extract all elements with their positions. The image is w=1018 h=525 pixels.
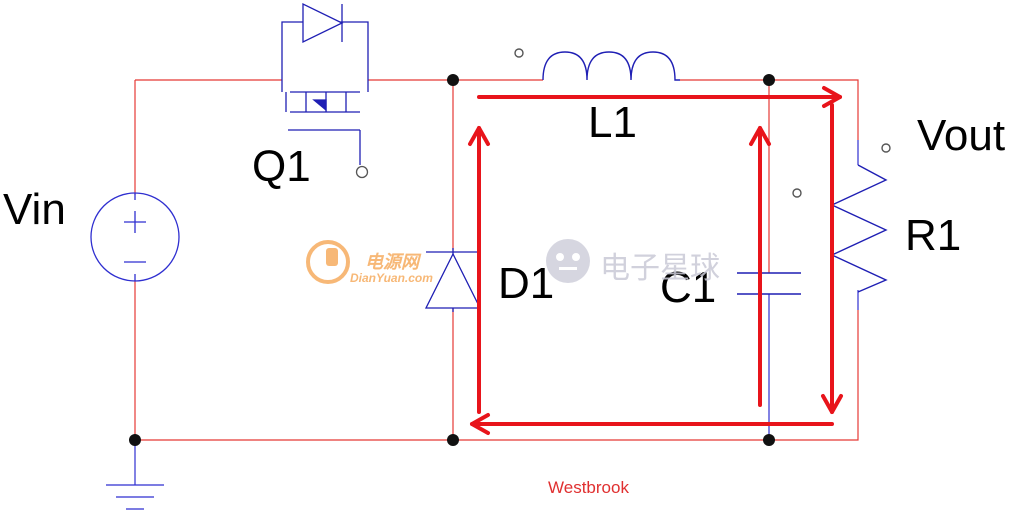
label-r1: R1 — [905, 211, 962, 260]
arrow-top-right — [477, 86, 842, 108]
arrow-right-down — [821, 103, 843, 414]
label-vin: Vin — [3, 185, 66, 234]
arrow-bottom-left — [470, 413, 834, 435]
label-l1: L1 — [588, 98, 637, 147]
r1-resistor-symbol — [830, 143, 891, 293]
node-dot — [763, 74, 775, 86]
watermark-electronic-planet: 电子星球 — [600, 251, 720, 286]
robot-logo-icon — [546, 239, 590, 283]
node-dot — [447, 74, 459, 86]
current-flow-arrows — [468, 86, 843, 435]
arrow-d1-up — [468, 126, 490, 414]
node-dot — [129, 434, 141, 446]
label-d1: D1 — [498, 259, 555, 308]
l1-inductor-symbol — [514, 48, 680, 81]
arrow-c1-up — [749, 126, 771, 407]
d1-diode-symbol — [424, 248, 482, 312]
q1-mosfet-symbol — [281, 2, 369, 179]
wires-blue — [134, 140, 859, 485]
watermark-logos — [306, 239, 590, 284]
watermark-dianyuan-cn: 电源网 — [365, 252, 419, 273]
label-c1: C1 — [660, 263, 717, 312]
vin-source-symbol — [90, 192, 180, 282]
author-credit: Westbrook — [548, 478, 629, 497]
node-dots — [129, 74, 775, 446]
dianyuan-logo-icon — [306, 240, 350, 284]
label-q1: Q1 — [252, 142, 311, 191]
label-vout: Vout — [917, 111, 1006, 160]
node-dot — [447, 434, 459, 446]
wire-bottom — [135, 310, 859, 441]
c1-capacitor-symbol — [737, 188, 802, 295]
wire-l1-out — [680, 79, 859, 140]
wires-red — [134, 79, 859, 441]
ground-symbol — [106, 484, 164, 510]
node-dot — [763, 434, 775, 446]
watermark-dianyuan-en: DianYuan.com — [350, 271, 433, 285]
